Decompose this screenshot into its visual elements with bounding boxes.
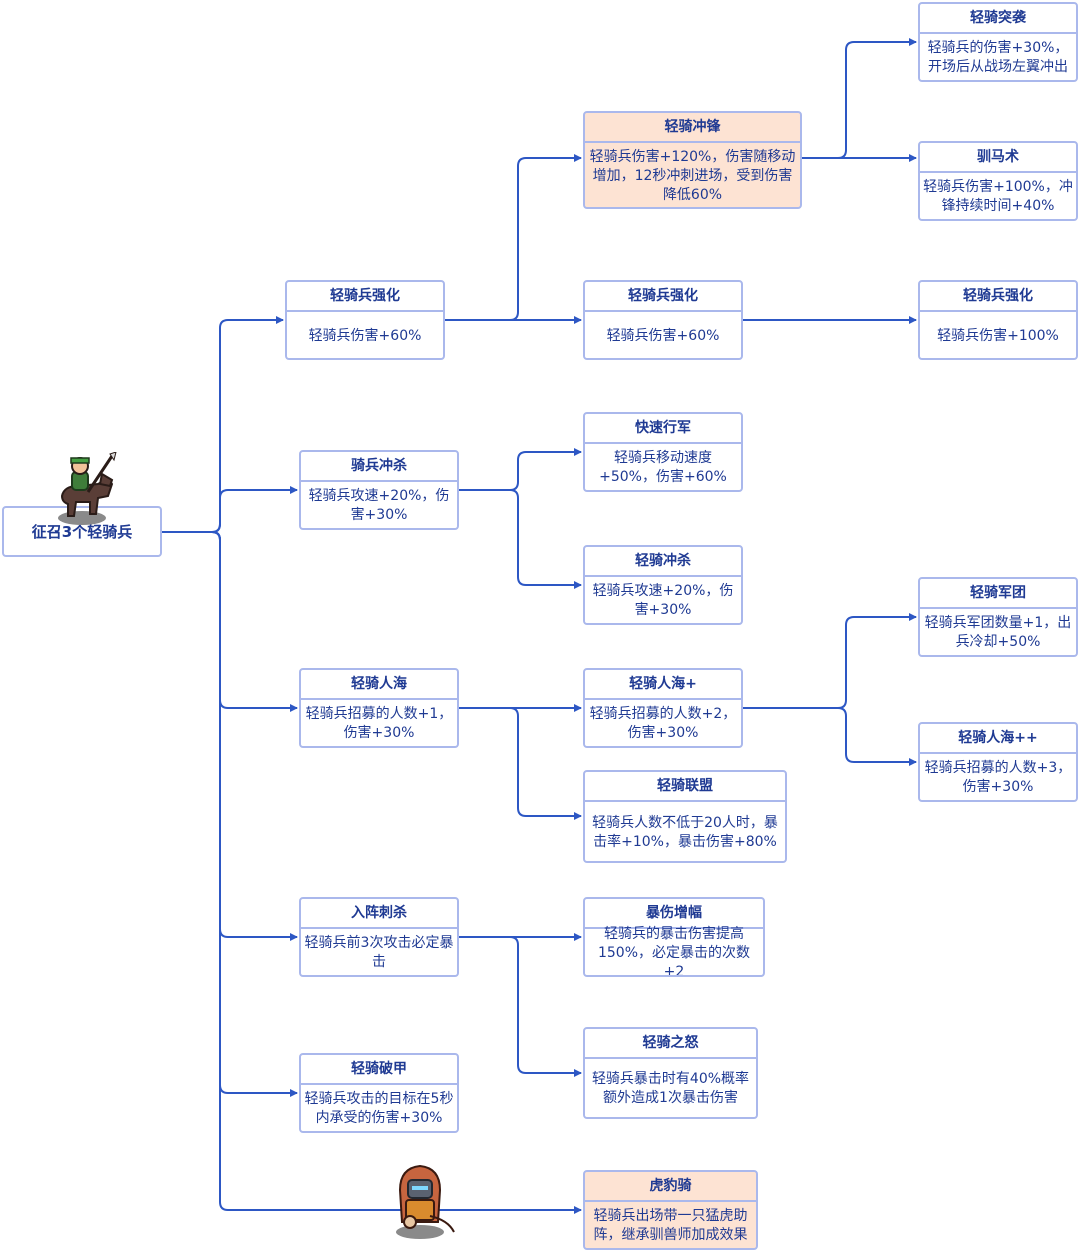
node-renhai[interactable]: 轻骑人海轻骑兵招募的人数+1，伤害+30%: [299, 668, 459, 748]
node-description: 轻骑兵招募的人数+1，伤害+30%: [305, 706, 453, 741]
node-description: 轻骑兵的伤害+30%，开场后从战场左翼冲出: [927, 40, 1069, 75]
node-title: 轻骑兵强化: [585, 282, 741, 312]
node-lianmeng[interactable]: 轻骑联盟轻骑兵人数不低于20人时，暴击率+10%，暴击伤害+80%: [583, 770, 787, 863]
node-title: 驯马术: [920, 143, 1076, 173]
edge-renhai-p-to-juntuan: [743, 613, 917, 709]
node-renhai-p[interactable]: 轻骑人海+ 轻骑兵招募的人数+2，伤害+30%: [583, 668, 743, 748]
node-hubaoqi[interactable]: 虎豹骑轻骑兵出场带一只猛虎助阵，继承驯兽师加成效果: [583, 1170, 758, 1250]
node-description: 轻骑兵出场带一只猛虎助阵，继承驯兽师加成效果: [593, 1208, 748, 1243]
node-description: 轻骑兵招募的人数+2，伤害+30%: [589, 706, 737, 741]
node-title: 轻骑冲锋: [585, 113, 800, 143]
node-title: 轻骑军团: [920, 579, 1076, 609]
node-description: 轻骑兵伤害+60%: [308, 327, 422, 344]
edge-qh1-to-chongfeng: [445, 154, 582, 321]
edge-renhai-to-lianmeng: [459, 707, 582, 820]
node-description: 轻骑兵的暴击伤害提高150%，必定暴击的次数+2: [597, 925, 751, 977]
node-title: 轻骑人海+: [585, 670, 741, 700]
node-title: 轻骑兵强化: [287, 282, 443, 312]
node-title: 轻骑兵强化: [920, 282, 1076, 312]
edge-chongsha-to-qq-chongsha: [459, 489, 582, 589]
node-xunma[interactable]: 驯马术轻骑兵伤害+100%，冲锋持续时间+40%: [918, 141, 1078, 221]
edge-chongsha-to-kuaisu: [459, 448, 582, 491]
node-description: 轻骑兵伤害+60%: [606, 327, 720, 344]
node-kuaisu[interactable]: 快速行军轻骑兵移动速度+50%，伤害+60%: [583, 412, 743, 492]
node-qq-chongfeng[interactable]: 轻骑冲锋轻骑兵伤害+120%，伤害随移动增加，12秒冲刺进场，受到伤害降低60%: [583, 111, 802, 209]
edge-ruzhen-to-zhinu: [459, 936, 582, 1077]
node-description: 轻骑兵前3次攻击必定暴击: [304, 935, 454, 970]
node-title: 轻骑冲杀: [585, 547, 741, 577]
edge-renhai-p-to-renhai-pp: [743, 707, 917, 766]
node-title: 轻骑人海: [301, 670, 457, 700]
edge-root-to-qqb-qh1: [162, 316, 284, 533]
node-description: 轻骑兵伤害+120%，伤害随移动增加，12秒冲刺进场，受到伤害降低60%: [589, 148, 796, 203]
node-title: 暴伤增幅: [585, 899, 763, 929]
node-title: 快速行军: [585, 414, 741, 444]
node-description: 轻骑兵人数不低于20人时，暴击率+10%，暴击伤害+80%: [592, 814, 778, 850]
node-qqb-qh3[interactable]: 轻骑兵强化轻骑兵伤害+100%: [918, 280, 1078, 360]
node-description: 轻骑兵攻速+20%，伤害+30%: [308, 488, 450, 523]
node-title: 轻骑之怒: [585, 1029, 756, 1059]
node-qb-chongsha[interactable]: 骑兵冲杀轻骑兵攻速+20%，伤害+30%: [299, 450, 459, 530]
node-qq-juntuan[interactable]: 轻骑军团轻骑兵军团数量+1，出兵冷却+50%: [918, 577, 1078, 657]
edge-root-to-hubaoqi: [162, 531, 582, 1214]
node-title: 轻骑人海++: [920, 724, 1076, 754]
node-description: 轻骑兵招募的人数+3，伤害+30%: [924, 760, 1072, 795]
edge-root-to-renhai: [162, 531, 298, 712]
node-title: 轻骑联盟: [585, 772, 785, 802]
node-description: 轻骑兵攻击的目标在5秒内承受的伤害+30%: [304, 1091, 454, 1126]
node-qq-tuxi[interactable]: 轻骑突袭轻骑兵的伤害+30%，开场后从战场左翼冲出: [918, 2, 1078, 82]
cavalry-rider-icon: [48, 451, 118, 528]
edge-root-to-qb-chongsha: [162, 486, 298, 533]
tiger-leopard-rider-icon: [388, 1160, 458, 1242]
node-title: 骑兵冲杀: [301, 452, 457, 482]
node-description: 轻骑兵移动速度+50%，伤害+60%: [599, 450, 727, 485]
edge-root-to-pojia: [162, 531, 298, 1097]
edge-root-to-ruzhen: [162, 531, 298, 941]
node-title: 入阵刺杀: [301, 899, 457, 929]
node-title: 虎豹骑: [585, 1172, 756, 1202]
node-ruzhen[interactable]: 入阵刺杀轻骑兵前3次攻击必定暴击: [299, 897, 459, 977]
node-qqb-qh2[interactable]: 轻骑兵强化轻骑兵伤害+60%: [583, 280, 743, 360]
edge-chongfeng-to-tuxi: [802, 38, 917, 159]
node-qq-chongsha[interactable]: 轻骑冲杀轻骑兵攻速+20%，伤害+30%: [583, 545, 743, 625]
node-baoshang[interactable]: 暴伤增幅轻骑兵的暴击伤害提高150%，必定暴击的次数+2: [583, 897, 765, 977]
node-description: 轻骑兵攻速+20%，伤害+30%: [592, 583, 734, 618]
node-zhinu[interactable]: 轻骑之怒轻骑兵暴击时有40%概率额外造成1次暴击伤害: [583, 1027, 758, 1119]
root-label: 征召3个轻骑兵: [31, 523, 133, 541]
node-description: 轻骑兵军团数量+1，出兵冷却+50%: [924, 615, 1072, 650]
node-title: 轻骑破甲: [301, 1055, 457, 1085]
node-renhai-pp[interactable]: 轻骑人海++ 轻骑兵招募的人数+3，伤害+30%: [918, 722, 1078, 802]
node-description: 轻骑兵暴击时有40%概率额外造成1次暴击伤害: [591, 1071, 750, 1106]
node-pojia[interactable]: 轻骑破甲轻骑兵攻击的目标在5秒内承受的伤害+30%: [299, 1053, 459, 1133]
node-description: 轻骑兵伤害+100%，冲锋持续时间+40%: [923, 179, 1073, 214]
node-qqb-qh1[interactable]: 轻骑兵强化轻骑兵伤害+60%: [285, 280, 445, 360]
node-description: 轻骑兵伤害+100%: [937, 327, 1059, 344]
node-title: 轻骑突袭: [920, 4, 1076, 34]
